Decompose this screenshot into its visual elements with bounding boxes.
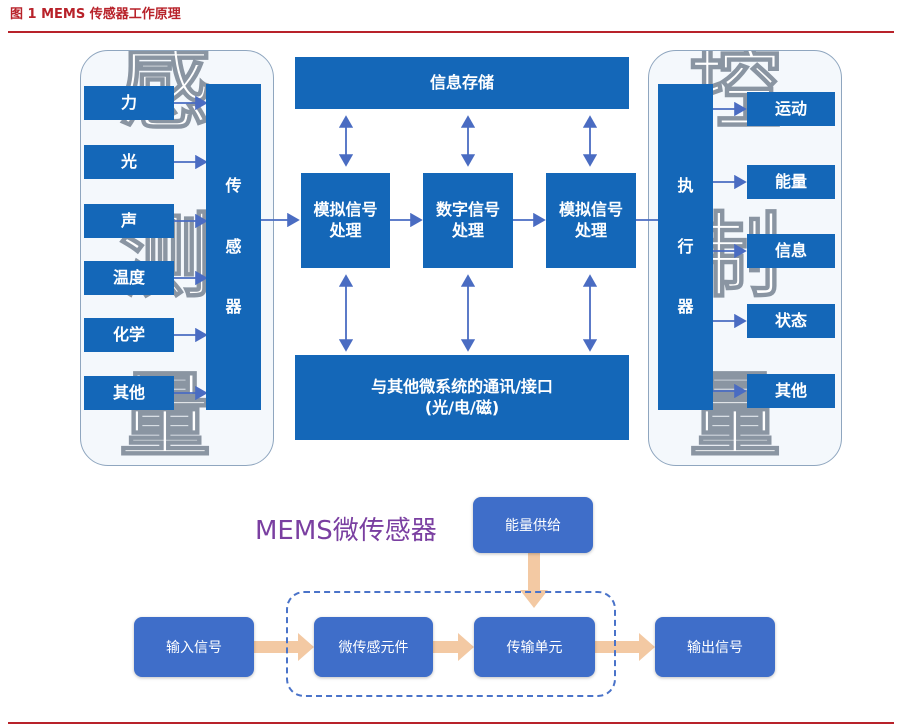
- mems-title: MEMS微传感器: [255, 516, 437, 546]
- sensor-char: 器: [225, 297, 242, 317]
- comm-interface: 与其他微系统的通讯/接口 (光/电/磁): [295, 355, 629, 440]
- output-energy: 能量: [747, 165, 835, 199]
- sensor-char: 传: [225, 175, 242, 195]
- box-line: 与其他微系统的通讯/接口: [371, 376, 553, 396]
- sensor-char: 感: [225, 236, 242, 256]
- box-line: 处理: [451, 220, 484, 240]
- input-light: 光: [84, 145, 174, 179]
- input-sound: 声: [84, 204, 174, 238]
- output-other: 其他: [747, 374, 835, 408]
- figure-caption: 图 1 MEMS 传感器工作原理: [10, 7, 181, 22]
- bottom-rule: [8, 722, 894, 724]
- sensor-block: 传 感 器: [206, 84, 261, 410]
- input-chemistry: 化学: [84, 318, 174, 352]
- box-line: 处理: [574, 220, 607, 240]
- transmission-unit: 传输单元: [474, 617, 595, 677]
- output-motion: 运动: [747, 92, 835, 126]
- actuator-char: 执: [677, 175, 694, 195]
- output-state: 状态: [747, 304, 835, 338]
- actuator-char: 器: [677, 297, 694, 317]
- analog-processing-out: 模拟信号 处理: [546, 173, 636, 268]
- arrow-transmission-to-output: [595, 633, 655, 661]
- arrow-sensing-to-transmission: [433, 633, 474, 661]
- box-line: 模拟信号: [313, 199, 378, 219]
- sensing-element: 微传感元件: [314, 617, 433, 677]
- arrow-energy-to-transmission: [520, 553, 548, 608]
- digital-processing: 数字信号 处理: [423, 173, 513, 268]
- input-temperature: 温度: [84, 261, 174, 295]
- info-storage: 信息存储: [295, 57, 629, 109]
- mems-boundary: [286, 591, 616, 697]
- input-force: 力: [84, 86, 174, 120]
- input-other: 其他: [84, 376, 174, 410]
- box-line: (光/电/磁): [424, 397, 500, 417]
- top-rule: [8, 31, 894, 33]
- arrow-input-to-sensing: [254, 633, 314, 661]
- output-signal: 输出信号: [655, 617, 775, 677]
- box-line: 处理: [329, 220, 362, 240]
- box-line: 数字信号: [435, 199, 500, 219]
- input-signal: 输入信号: [134, 617, 254, 677]
- actuator-char: 行: [677, 236, 694, 256]
- energy-supply: 能量供给: [473, 497, 593, 553]
- analog-processing-in: 模拟信号 处理: [301, 173, 390, 268]
- box-line: 模拟信号: [558, 199, 623, 219]
- output-info: 信息: [747, 234, 835, 268]
- actuator-block: 执 行 器: [658, 84, 713, 410]
